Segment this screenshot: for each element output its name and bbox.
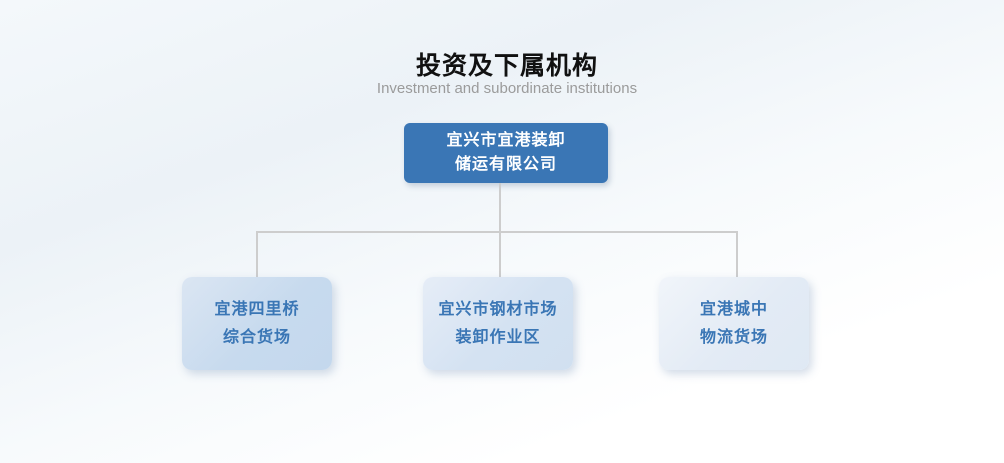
org-node-line1: 宜兴市钢材市场 xyxy=(438,300,558,318)
org-node-line2: 综合货场 xyxy=(222,328,291,346)
org-node-line1: 宜港四里桥 xyxy=(214,300,300,318)
org-node-silliqiao-yard: 宜港四里桥 综合货场 xyxy=(182,277,332,370)
org-node-chengzhong-logistics-yard: 宜港城中 物流货场 xyxy=(659,277,809,370)
org-node-root-line1: 宜兴市宜港装卸 xyxy=(446,132,566,149)
org-node-line2: 装卸作业区 xyxy=(455,328,541,346)
org-node-steel-market-area: 宜兴市钢材市场 装卸作业区 xyxy=(423,277,573,370)
page-subtitle: Investment and subordinate institutions xyxy=(376,80,638,97)
connector-root-stem xyxy=(499,183,501,232)
connector-branch-left xyxy=(256,231,258,277)
connector-branch-middle xyxy=(499,231,501,277)
connector-horizontal xyxy=(256,231,738,233)
org-node-line1: 宜港城中 xyxy=(699,300,768,318)
connector-branch-right xyxy=(736,231,738,277)
org-node-root: 宜兴市宜港装卸 储运有限公司 xyxy=(404,123,608,183)
org-node-root-line2: 储运有限公司 xyxy=(454,156,557,173)
page-title: 投资及下属机构 xyxy=(415,52,598,80)
org-node-line2: 物流货场 xyxy=(699,328,768,346)
